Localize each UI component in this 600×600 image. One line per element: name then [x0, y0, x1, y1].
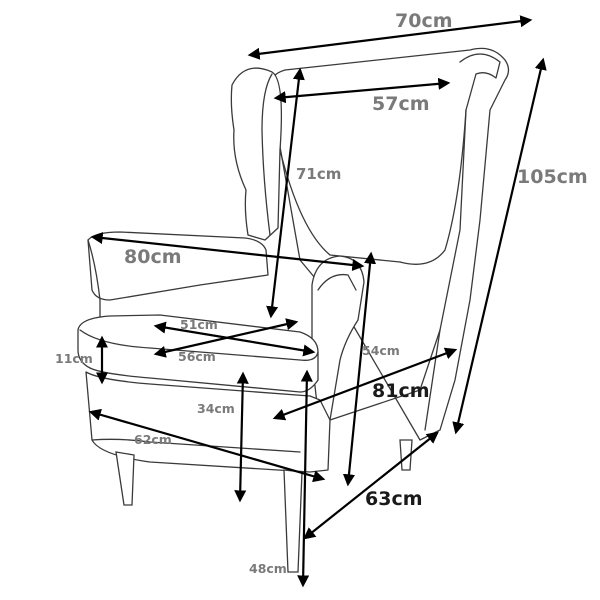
label-81cm: 81cm [372, 380, 430, 402]
label-48cm: 48cm [249, 561, 287, 576]
height-71-arrow [266, 67, 305, 319]
front-left-leg [115, 451, 135, 506]
label-54cm: 54cm [362, 343, 400, 358]
label-63cm: 63cm [365, 488, 423, 510]
label-105cm: 105cm [517, 166, 588, 188]
label-11cm: 11cm [55, 351, 93, 366]
depth-63-arrow [303, 431, 439, 540]
dimension-labels: 70cm 57cm 105cm 71cm 80cm 51cm 56cm 11cm… [55, 10, 588, 576]
label-70cm: 70cm [395, 10, 453, 32]
label-71cm: 71cm [296, 165, 341, 183]
width-80-arrow [90, 232, 365, 271]
left-wing [230, 67, 283, 241]
width-70-arrow [247, 15, 533, 60]
front-right-leg [283, 469, 303, 573]
label-57cm: 57cm [372, 93, 430, 115]
dimension-lines [88, 15, 547, 588]
label-62cm: 62cm [134, 432, 172, 447]
label-80cm: 80cm [124, 246, 182, 268]
width-62-arrow [88, 408, 326, 483]
label-56cm: 56cm [178, 349, 216, 364]
depth-56-arrow [153, 321, 316, 357]
height-48-arrow [297, 369, 313, 588]
height-105-arrow [452, 57, 547, 435]
label-51cm: 51cm [180, 317, 218, 332]
label-34cm: 34cm [197, 401, 235, 416]
